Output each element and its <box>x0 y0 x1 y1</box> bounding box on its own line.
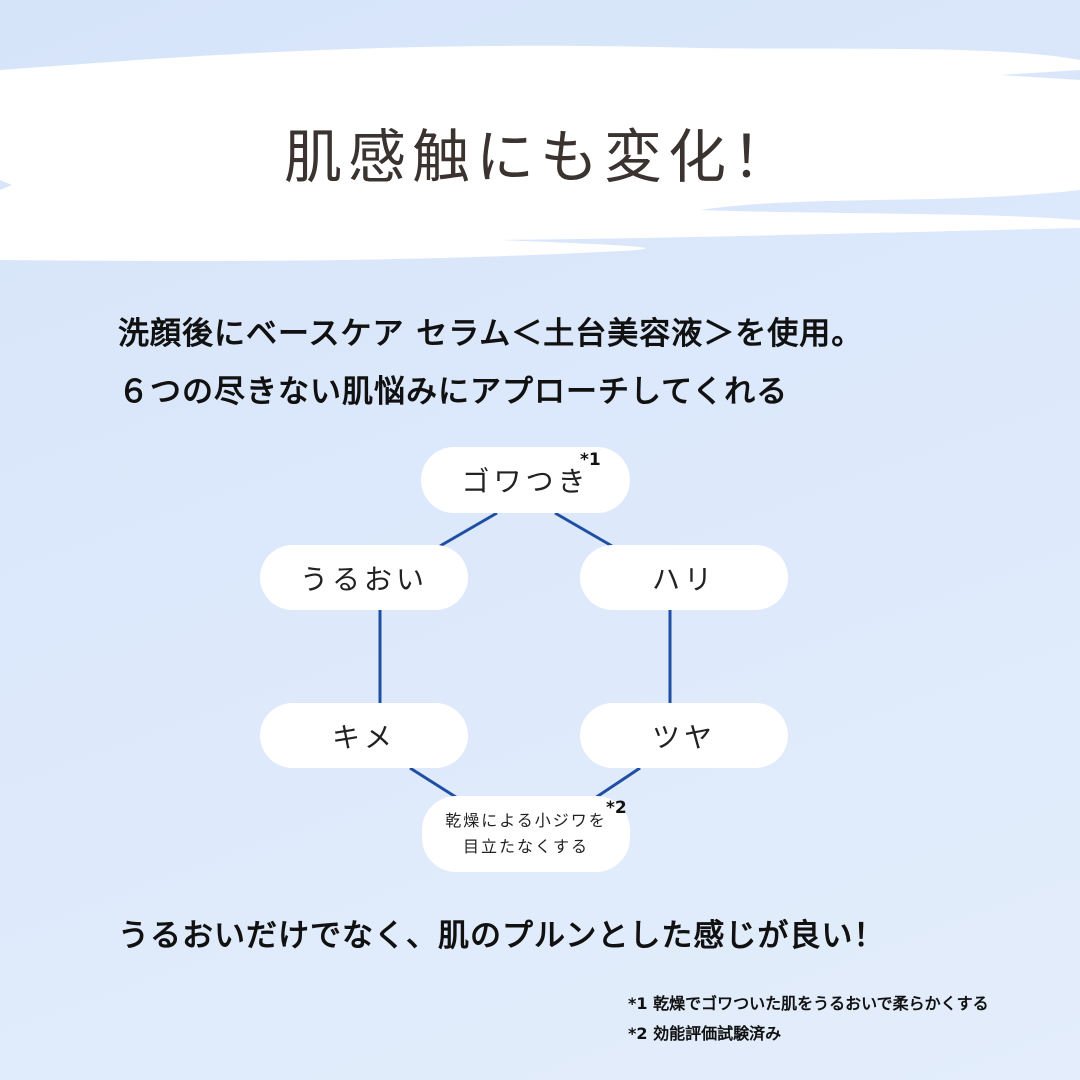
pill-gowatsuki: ゴワつき <box>421 447 630 513</box>
pill-small-wrinkles: 乾燥による小ジワを 目立たなくする <box>422 796 630 872</box>
footnote-2: *2 効能評価試験済み <box>628 1024 782 1043</box>
footnote-mark: *1 <box>580 450 601 470</box>
pill-tsuya: ツヤ <box>580 703 788 768</box>
pill-label: ツヤ <box>651 720 716 754</box>
pill-kime: キメ <box>260 703 468 768</box>
connector <box>439 511 498 548</box>
pill-label: キメ <box>331 720 396 754</box>
lead-line-1: 洗顔後にベースケア セラム＜土台美容液＞を使用。 <box>118 316 864 352</box>
pill-label: 乾燥による小ジワを <box>445 811 607 830</box>
conclusion-text: うるおいだけでなく、肌のプルンとした感じが良い！ <box>118 918 886 954</box>
lead-line-2: ６つの尽きない肌悩みにアプローチしてくれる <box>118 374 789 410</box>
pill-label: ゴワつき <box>461 465 590 498</box>
pill-label: 目立たなくする <box>462 837 589 856</box>
pill-uruoi: うるおい <box>260 545 468 610</box>
brush-stroke-banner <box>0 45 1080 262</box>
footnote-1: *1 乾燥でゴワついた肌をうるおいで柔らかくする <box>628 994 989 1013</box>
pill-label: ハリ <box>651 562 716 596</box>
pill-hari: ハリ <box>580 545 788 610</box>
footnote-mark: *2 <box>606 798 627 818</box>
connector <box>554 511 613 548</box>
pill-label: うるおい <box>299 562 428 596</box>
page-title: 肌感触にも変化！ <box>283 123 796 191</box>
